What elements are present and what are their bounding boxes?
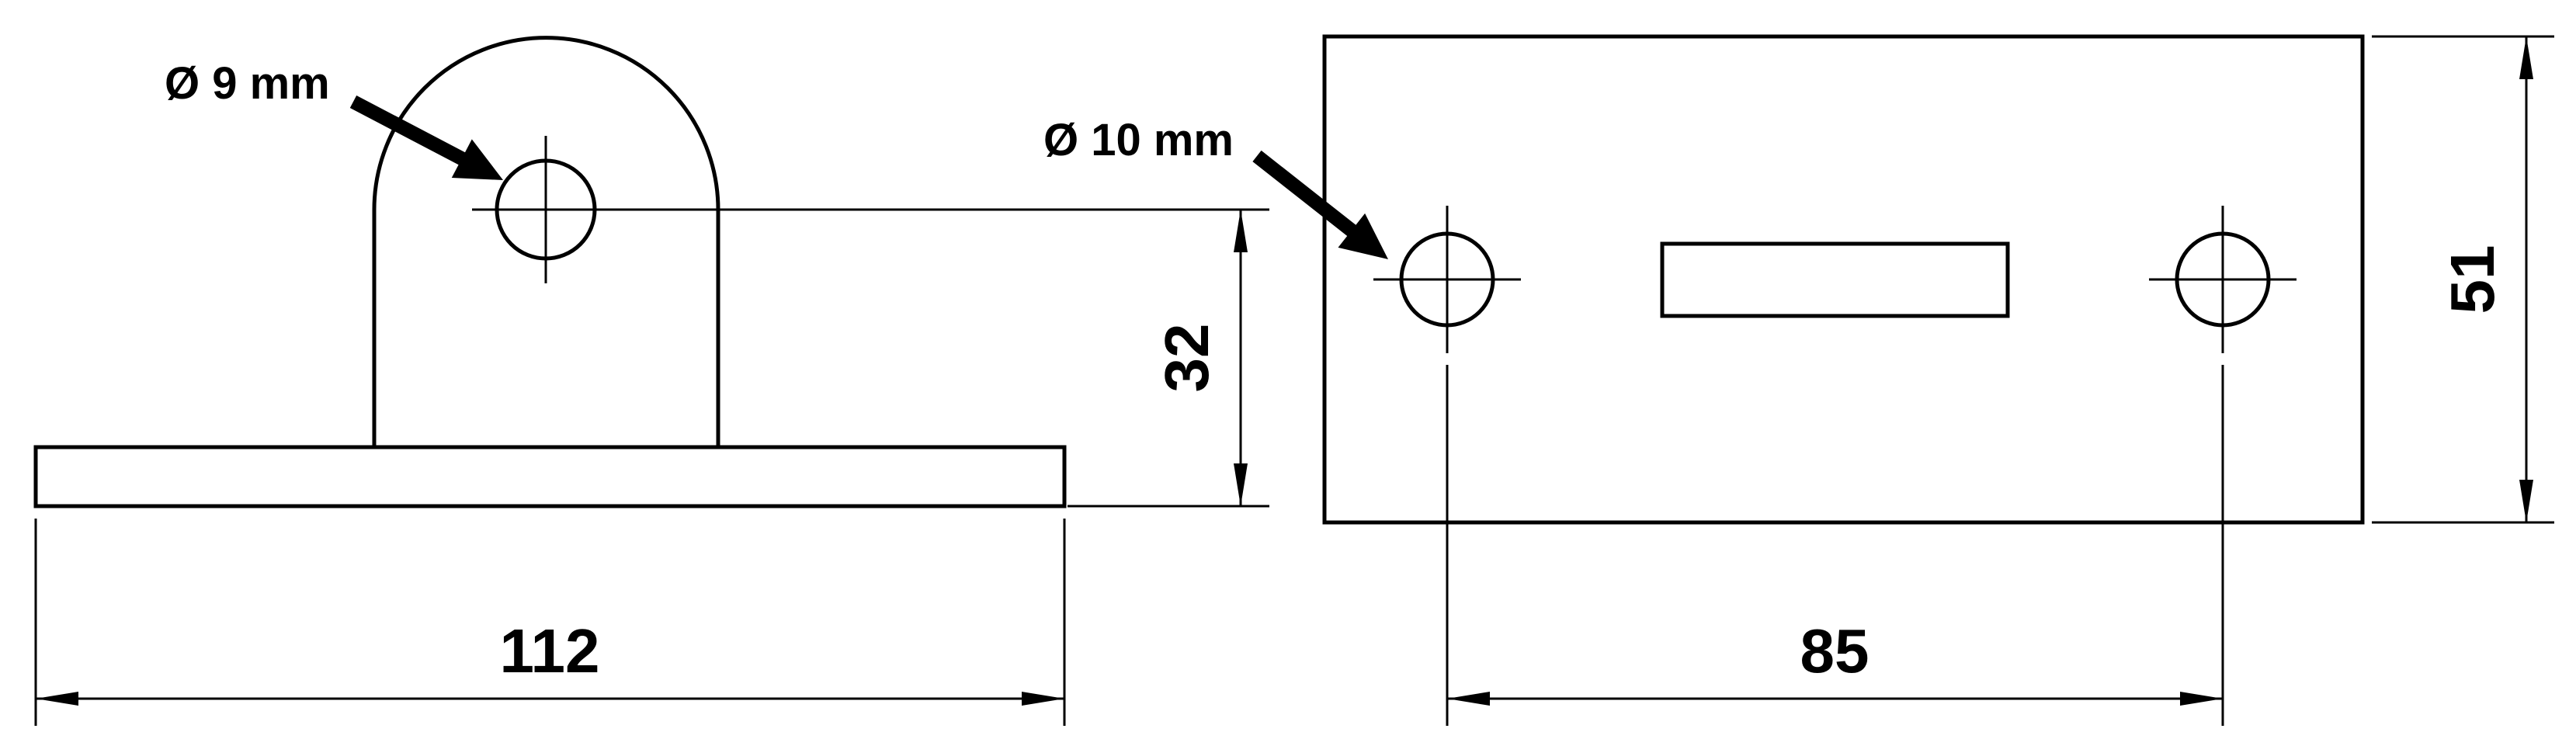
dimension-85: 85: [1446, 365, 2224, 726]
dimension-51: 51: [2372, 35, 2554, 524]
top-view: Ø 10 mm 51 85: [1043, 34, 2554, 726]
mounting-lug-outline: [372, 36, 720, 447]
leader-arrow-10mm: [1252, 150, 1388, 259]
base-plate-outline: [33, 445, 1067, 508]
dim-112-text: 112: [499, 616, 599, 685]
leader-hole-10mm: Ø 10 mm: [1043, 115, 1388, 259]
dim-112-arrow-right: [1022, 692, 1064, 706]
hole-diameter-label-10mm: Ø 10 mm: [1043, 115, 1234, 165]
leader-hole-9mm: Ø 9 mm: [165, 58, 503, 180]
dimension-112: 112: [34, 519, 1066, 726]
dim-32-arrow-bottom: [1234, 463, 1248, 506]
dimension-32: 32: [1068, 210, 1269, 508]
dim-85-text: 85: [1800, 616, 1870, 685]
dim-51-text: 51: [2438, 245, 2507, 314]
dim-32-text: 32: [1152, 324, 1221, 393]
dim-85-arrow-right: [2180, 692, 2223, 706]
dim-112-arrow-left: [36, 692, 78, 706]
leader-arrow-9mm: [349, 95, 503, 180]
dim-51-arrow-bottom: [2519, 480, 2533, 522]
hole-diameter-label-9mm: Ø 9 mm: [165, 58, 330, 109]
center-slot: [1660, 241, 2010, 318]
plate-outline: [1322, 34, 2365, 525]
front-view: Ø 9 mm 32 112: [33, 36, 1269, 726]
dim-85-arrow-left: [1447, 692, 1490, 706]
dim-32-arrow-top: [1234, 210, 1248, 252]
dim-51-arrow-top: [2519, 36, 2533, 79]
